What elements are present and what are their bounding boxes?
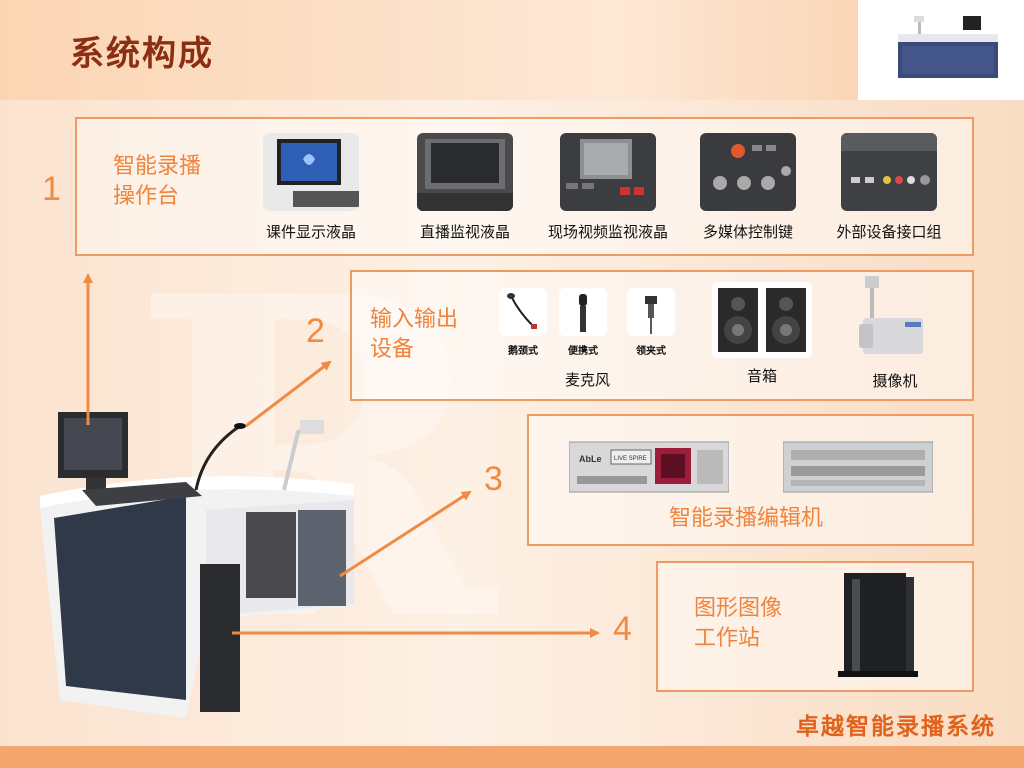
caption: 现场视频监视液晶	[547, 223, 668, 241]
caption: 外部设备接口组	[836, 223, 942, 241]
mic-handheld: 便携式	[558, 288, 608, 357]
recorder-device-2	[783, 440, 933, 494]
speaker-item: 音箱	[712, 282, 812, 386]
section-4-panel: 图形图像 工作站	[656, 561, 974, 692]
section-4-title: 图形图像 工作站	[694, 596, 783, 651]
workstation-image	[836, 571, 920, 681]
mic-gooseneck: 鹅颈式	[498, 288, 548, 357]
header-band	[0, 0, 1024, 100]
mic-lavalier: 领夹式	[626, 288, 676, 357]
svg-text:AbLe: AbLe	[579, 454, 602, 464]
multimedia-keys-image	[700, 133, 796, 211]
caption: 多媒体控制键	[702, 223, 793, 241]
camera-item: 摄像机	[852, 274, 938, 391]
caption: 音箱	[746, 367, 777, 385]
handheld-mic-image	[559, 288, 607, 336]
mic-type-label: 便携式	[568, 346, 598, 357]
item-site-video-lcd: 现场视频监视液晶	[540, 133, 676, 242]
speaker-image	[712, 282, 812, 358]
item-multimedia-keys: 多媒体控制键	[696, 133, 800, 242]
section-1-title: 智能录播 操作台	[113, 154, 202, 209]
gooseneck-mic-image	[499, 288, 547, 336]
mic-type-label: 鹅颈式	[508, 346, 538, 357]
courseware-lcd-image	[263, 133, 359, 211]
caption: 直播监视液晶	[419, 223, 510, 241]
caption: 课件显示液晶	[265, 223, 356, 241]
item-courseware-lcd: 课件显示液晶	[263, 133, 359, 242]
external-interfaces-image	[841, 133, 937, 211]
device-brand-text: LIVE SPIRE	[614, 456, 647, 462]
site-video-lcd-image	[560, 133, 656, 211]
mic-label: 麦克风	[565, 371, 611, 389]
section-4-number: 4	[613, 610, 632, 648]
section-2-title: 输入输出 设备	[370, 307, 459, 362]
item-external-interfaces: 外部设备接口组	[827, 133, 951, 242]
page-title: 系统构成	[70, 34, 214, 74]
footer-band	[0, 746, 1024, 768]
section-2-number: 2	[306, 312, 325, 350]
section-3-panel: AbLe LIVE SPIRE 智能录播编辑机	[527, 414, 974, 546]
recorder-device-1: AbLe LIVE SPIRE	[569, 440, 729, 494]
caption: 摄像机	[872, 372, 918, 390]
section-2-panel: 输入输出 设备 鹅颈式 便携式 领夹式	[350, 270, 974, 401]
section-1-number: 1	[42, 170, 61, 208]
section-3-title: 智能录播编辑机	[669, 506, 824, 531]
item-live-monitor-lcd: 直播监视液晶	[415, 133, 515, 242]
recording-console-image	[36, 400, 366, 720]
section-3-number: 3	[484, 460, 503, 498]
mic-type-label: 领夹式	[636, 346, 666, 357]
footer-title: 卓越智能录播系统	[796, 714, 996, 740]
section-1-panel: 智能录播 操作台 课件显示液晶 直播监视液晶	[75, 117, 974, 256]
live-monitor-lcd-image	[417, 133, 513, 211]
camera-image	[855, 274, 935, 364]
lavalier-mic-image	[627, 288, 675, 336]
console-thumbnail	[858, 0, 1024, 100]
